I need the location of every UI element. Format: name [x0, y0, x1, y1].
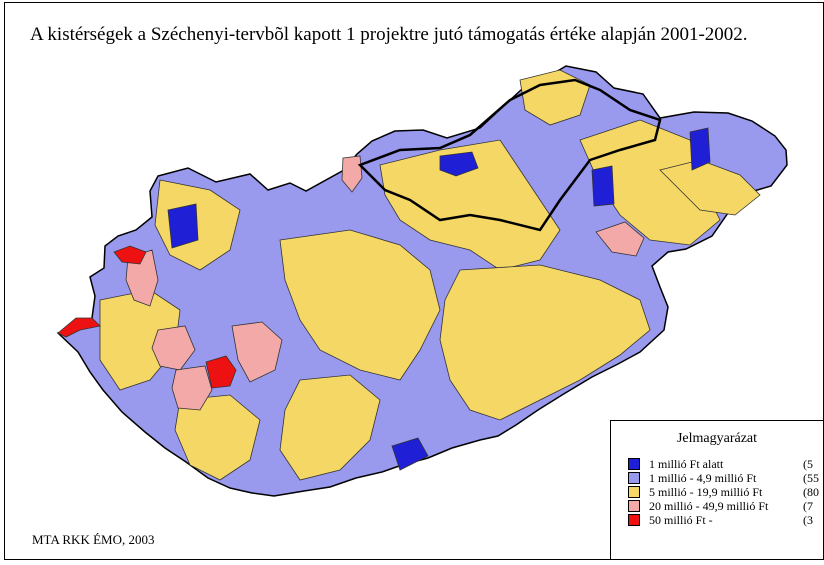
legend-label: 20 millió - 49,9 millió Ft — [649, 499, 769, 513]
legend-item: 5 millió - 19,9 millió Ft (80 — [611, 485, 823, 499]
legend-count: (55 — [803, 471, 819, 485]
legend-title: Jelmagyarázat — [676, 431, 758, 446]
map-title: A kistérségek a Széchenyi-tervbõl kapott… — [30, 24, 748, 45]
red-regions — [57, 245, 237, 389]
darkblue-regions — [167, 127, 711, 471]
legend-count: (5 — [803, 457, 813, 471]
legend-count: (3 — [803, 513, 813, 527]
legend-item: 1 millió - 4,9 millió Ft (55 — [611, 471, 823, 485]
legend-item: 50 millió Ft - (3 — [611, 513, 823, 527]
highlighted-region-border — [357, 78, 662, 232]
legend-count: (7 — [803, 499, 813, 513]
source-credit: MTA RKK ÉMO, 2003 — [32, 532, 155, 547]
yellow-regions — [99, 69, 761, 481]
legend-swatch — [628, 472, 640, 484]
legend-swatch — [628, 500, 640, 512]
pink-regions — [125, 155, 645, 411]
legend: Jelmagyarázat 1 millió Ft alatt (5 1 mil… — [610, 420, 824, 560]
legend-label: 50 millió Ft - — [649, 513, 713, 527]
legend-label: 5 millió - 19,9 millió Ft — [649, 485, 763, 499]
legend-label: 1 millió - 4,9 millió Ft — [649, 471, 757, 485]
legend-swatch — [628, 514, 640, 526]
legend-count: (80 — [803, 485, 819, 499]
legend-swatch — [628, 458, 640, 470]
legend-label: 1 millió Ft alatt — [649, 457, 724, 471]
legend-swatch — [628, 486, 640, 498]
legend-item: 1 millió Ft alatt (5 — [611, 457, 823, 471]
legend-item: 20 millió - 49,9 millió Ft (7 — [611, 499, 823, 513]
